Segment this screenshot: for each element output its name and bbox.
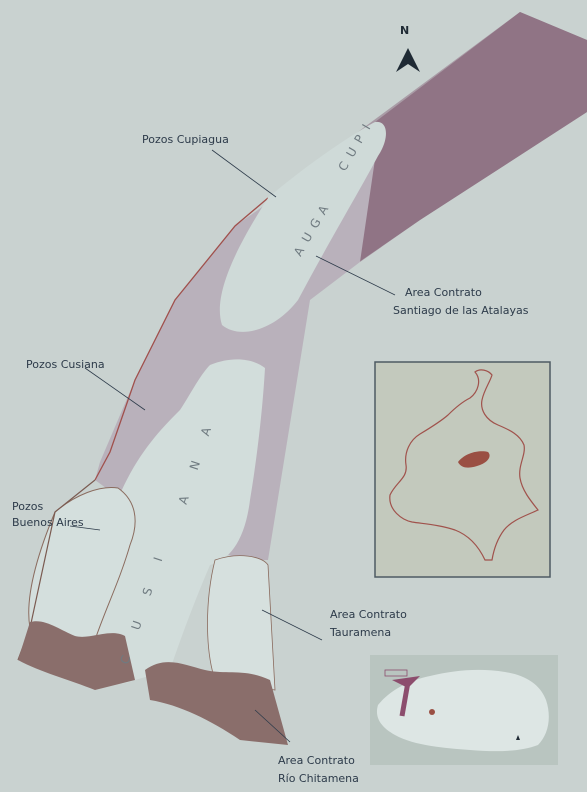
leader-area-rio-chitamena — [254, 709, 291, 743]
field-letter: I — [151, 554, 166, 564]
inset-regional-label-box — [384, 669, 408, 677]
inset-regional-arrow-icon — [399, 681, 411, 717]
field-letter: U — [129, 617, 146, 632]
inset-regional-land — [376, 669, 549, 752]
leader-area-tauramena — [261, 609, 323, 641]
colombia-outline — [389, 369, 539, 561]
label-pozos-cupiagua: Pozos Cupiagua — [142, 133, 229, 146]
inset-colombia-frame — [374, 361, 551, 578]
buenos-aires-field — [28, 486, 136, 645]
north-label: N — [400, 24, 409, 37]
inset-regional-north-icon — [516, 735, 520, 740]
leader-area-santiago — [315, 255, 396, 296]
label-pozos-buenos-aires-line2: Buenos Aires — [12, 516, 84, 529]
label-area-tauramena-line1: Area Contrato — [330, 608, 407, 621]
label-area-rio-chitamena-line2: Río Chitamena — [278, 772, 359, 785]
tauramena-area — [207, 555, 276, 691]
inset-regional — [370, 655, 558, 765]
field-letter: A — [198, 424, 214, 438]
cusiana-field — [84, 359, 265, 684]
area-santiago-shading — [320, 12, 587, 262]
leader-pozos-buenos-aires — [69, 525, 101, 531]
label-pozos-buenos-aires-line1: Pozos — [12, 500, 43, 513]
block-outline-left — [94, 197, 269, 481]
chitamena-area-right — [145, 662, 288, 745]
field-letter: S — [140, 584, 156, 597]
field-letter: N — [187, 457, 204, 472]
inset-regional-marker — [429, 709, 435, 715]
cusiana-field-name: C U S I A N A — [118, 424, 215, 666]
field-letter: A — [176, 492, 192, 506]
north-arrow-icon — [396, 48, 420, 72]
inset-study-area-highlight — [458, 451, 490, 468]
field-letter: C — [118, 652, 135, 666]
inset-colombia — [374, 361, 551, 578]
label-area-santiago-line2: Santiago de las Atalayas — [393, 304, 529, 317]
label-pozos-cusiana: Pozos Cusiana — [26, 358, 105, 371]
label-area-santiago-line1: Area Contrato — [405, 286, 482, 299]
leader-pozos-cusiana — [84, 367, 146, 411]
label-area-rio-chitamena-line1: Area Contrato — [278, 754, 355, 767]
cupiagua-field — [219, 121, 386, 332]
field-letter: I — [359, 120, 374, 132]
leader-pozos-cupiagua — [211, 149, 277, 198]
chitamena-area-left — [18, 621, 135, 690]
label-area-tauramena-line2: Tauramena — [329, 626, 391, 639]
